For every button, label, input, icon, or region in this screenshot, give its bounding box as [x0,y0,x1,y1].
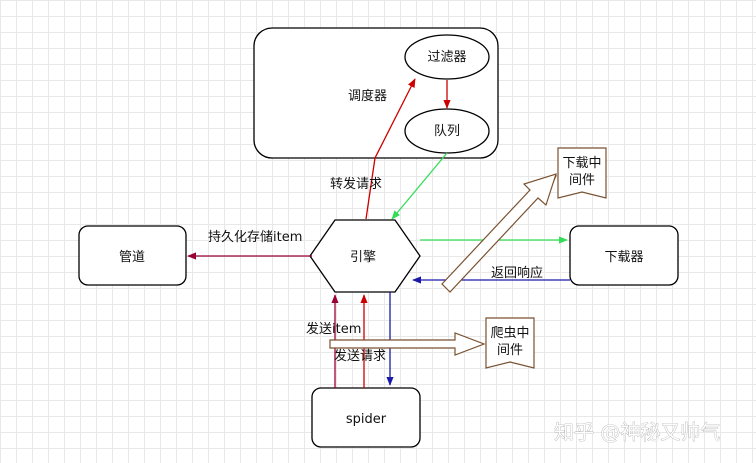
edge-queue-to-engine [391,152,448,220]
watermark-text: 知乎 @神秘又帅气 [554,420,720,444]
spider-middleware-label-2: 间件 [497,343,523,358]
scheduler-label: 调度器 [348,88,387,104]
spider-label: spider [346,412,387,427]
pipeline-node [78,225,187,286]
filter-node [404,34,490,80]
spider-node [311,387,421,448]
downloader-middleware-arrow-body [441,173,557,293]
queue-label: 队列 [434,124,460,139]
edge-engine-to-scheduler [365,78,416,220]
engine-label: 引擎 [350,250,376,265]
edge-label-return-response: 返回响应 [491,265,543,281]
filter-label: 过滤器 [427,50,466,65]
downloader-label: 下载器 [604,250,643,265]
edge-label-persist-item: 持久化存储item [208,230,302,245]
spider-middleware-label-1: 爬虫中 [490,326,529,341]
spider-middleware-tag [485,317,535,369]
spider-middleware-arrow [329,332,486,356]
downloader-middleware-tag [557,147,607,199]
downloader-middleware-label-2: 间件 [569,173,595,188]
edge-label-forward-request: 转发请求 [330,176,382,192]
downloader-middleware-label-1: 下载中 [562,156,601,171]
edge-label-send-item: 发送item [306,321,361,337]
edge-label-send-request: 发送请求 [334,348,386,364]
downloader-node [569,225,679,286]
pipeline-label: 管道 [119,250,145,265]
